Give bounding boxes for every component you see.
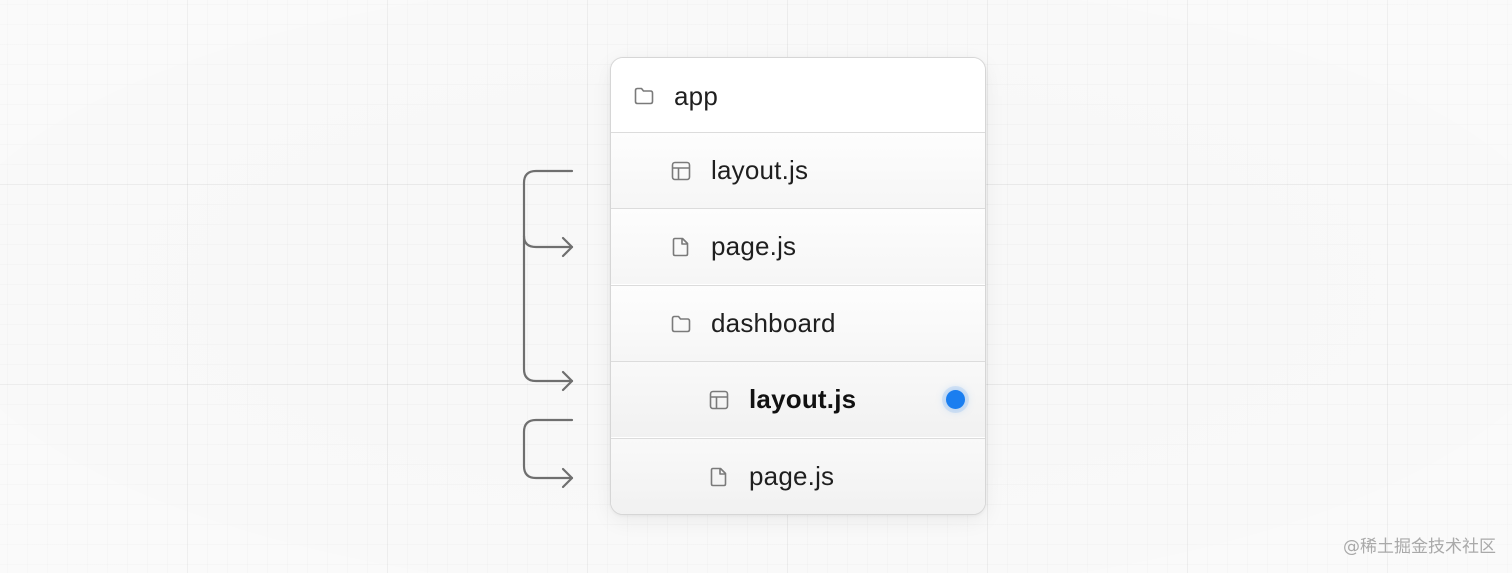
layout-icon: [708, 389, 730, 411]
tree-row-root-layout[interactable]: layout.js: [611, 132, 985, 208]
tree-row-dashboard[interactable]: dashboard: [611, 285, 985, 361]
arrow-to-page-icon: [561, 236, 574, 258]
tree-row-dashboard-page[interactable]: page.js: [611, 438, 985, 514]
outer-branch-line: [522, 234, 574, 249]
tree-row-dashboard-layout[interactable]: layout.js: [611, 361, 985, 437]
file-icon: [670, 236, 692, 258]
active-indicator-dot: [946, 390, 965, 409]
tree-row-label: layout.js: [749, 384, 857, 414]
arrow-to-nested-layout-icon: [561, 370, 574, 392]
file-tree-panel: app layout.js page.js dashboard layout.j…: [610, 57, 986, 515]
file-icon: [708, 466, 730, 488]
tree-row-app[interactable]: app: [611, 58, 985, 134]
tree-row-label: page.js: [711, 231, 797, 261]
watermark-text: @稀土掘金技术社区: [1343, 537, 1496, 557]
tree-row-root-page[interactable]: page.js: [611, 208, 985, 284]
tree-row-label: dashboard: [711, 308, 836, 338]
layout-icon: [670, 160, 692, 182]
tree-row-label: app: [674, 80, 718, 111]
tree-row-label: layout.js: [711, 155, 809, 185]
arrow-to-nested-page-icon: [561, 467, 574, 489]
folder-icon: [633, 85, 655, 107]
inner-bracket-line: [522, 418, 574, 480]
folder-icon: [670, 313, 692, 335]
outer-bracket-line: [522, 169, 574, 383]
tree-row-label: page.js: [749, 461, 835, 491]
